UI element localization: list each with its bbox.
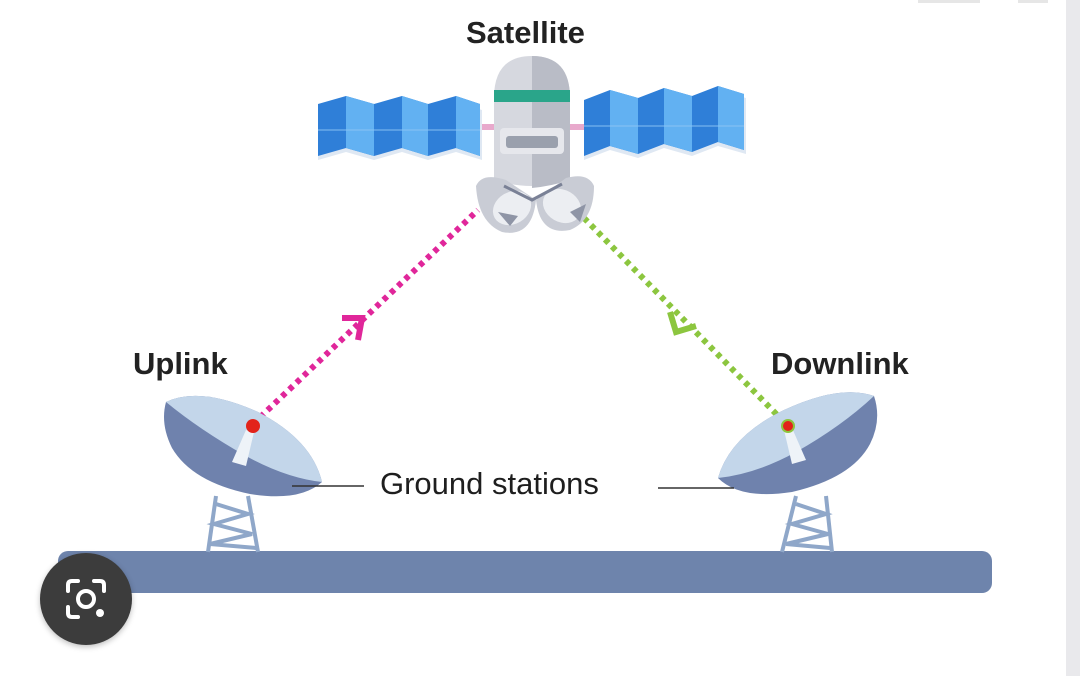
uplink-label: Uplink	[133, 346, 228, 381]
satellite-dish-left	[476, 177, 536, 233]
ground-stations-label: Ground stations	[380, 466, 599, 501]
antenna-tower	[206, 495, 260, 553]
top-edge-mark	[918, 0, 980, 3]
antenna-tower	[780, 495, 834, 553]
solar-panel-right	[584, 86, 746, 160]
top-edge-mark	[1018, 0, 1048, 3]
ground-bar	[58, 551, 992, 593]
side-edge	[1066, 0, 1080, 676]
uplink-feed-point	[246, 419, 260, 433]
satellite-label: Satellite	[466, 15, 585, 50]
camera-search-button[interactable]	[40, 553, 132, 645]
downlink-ground-station	[718, 392, 878, 553]
satellite-icon	[318, 56, 746, 233]
solar-panel-left	[318, 96, 482, 160]
camera-search-icon	[66, 579, 106, 619]
downlink-label: Downlink	[771, 346, 909, 381]
uplink-signal	[250, 207, 481, 427]
downlink-signal	[581, 215, 790, 428]
downlink-feed-point	[781, 419, 795, 433]
uplink-ground-station	[164, 395, 322, 553]
